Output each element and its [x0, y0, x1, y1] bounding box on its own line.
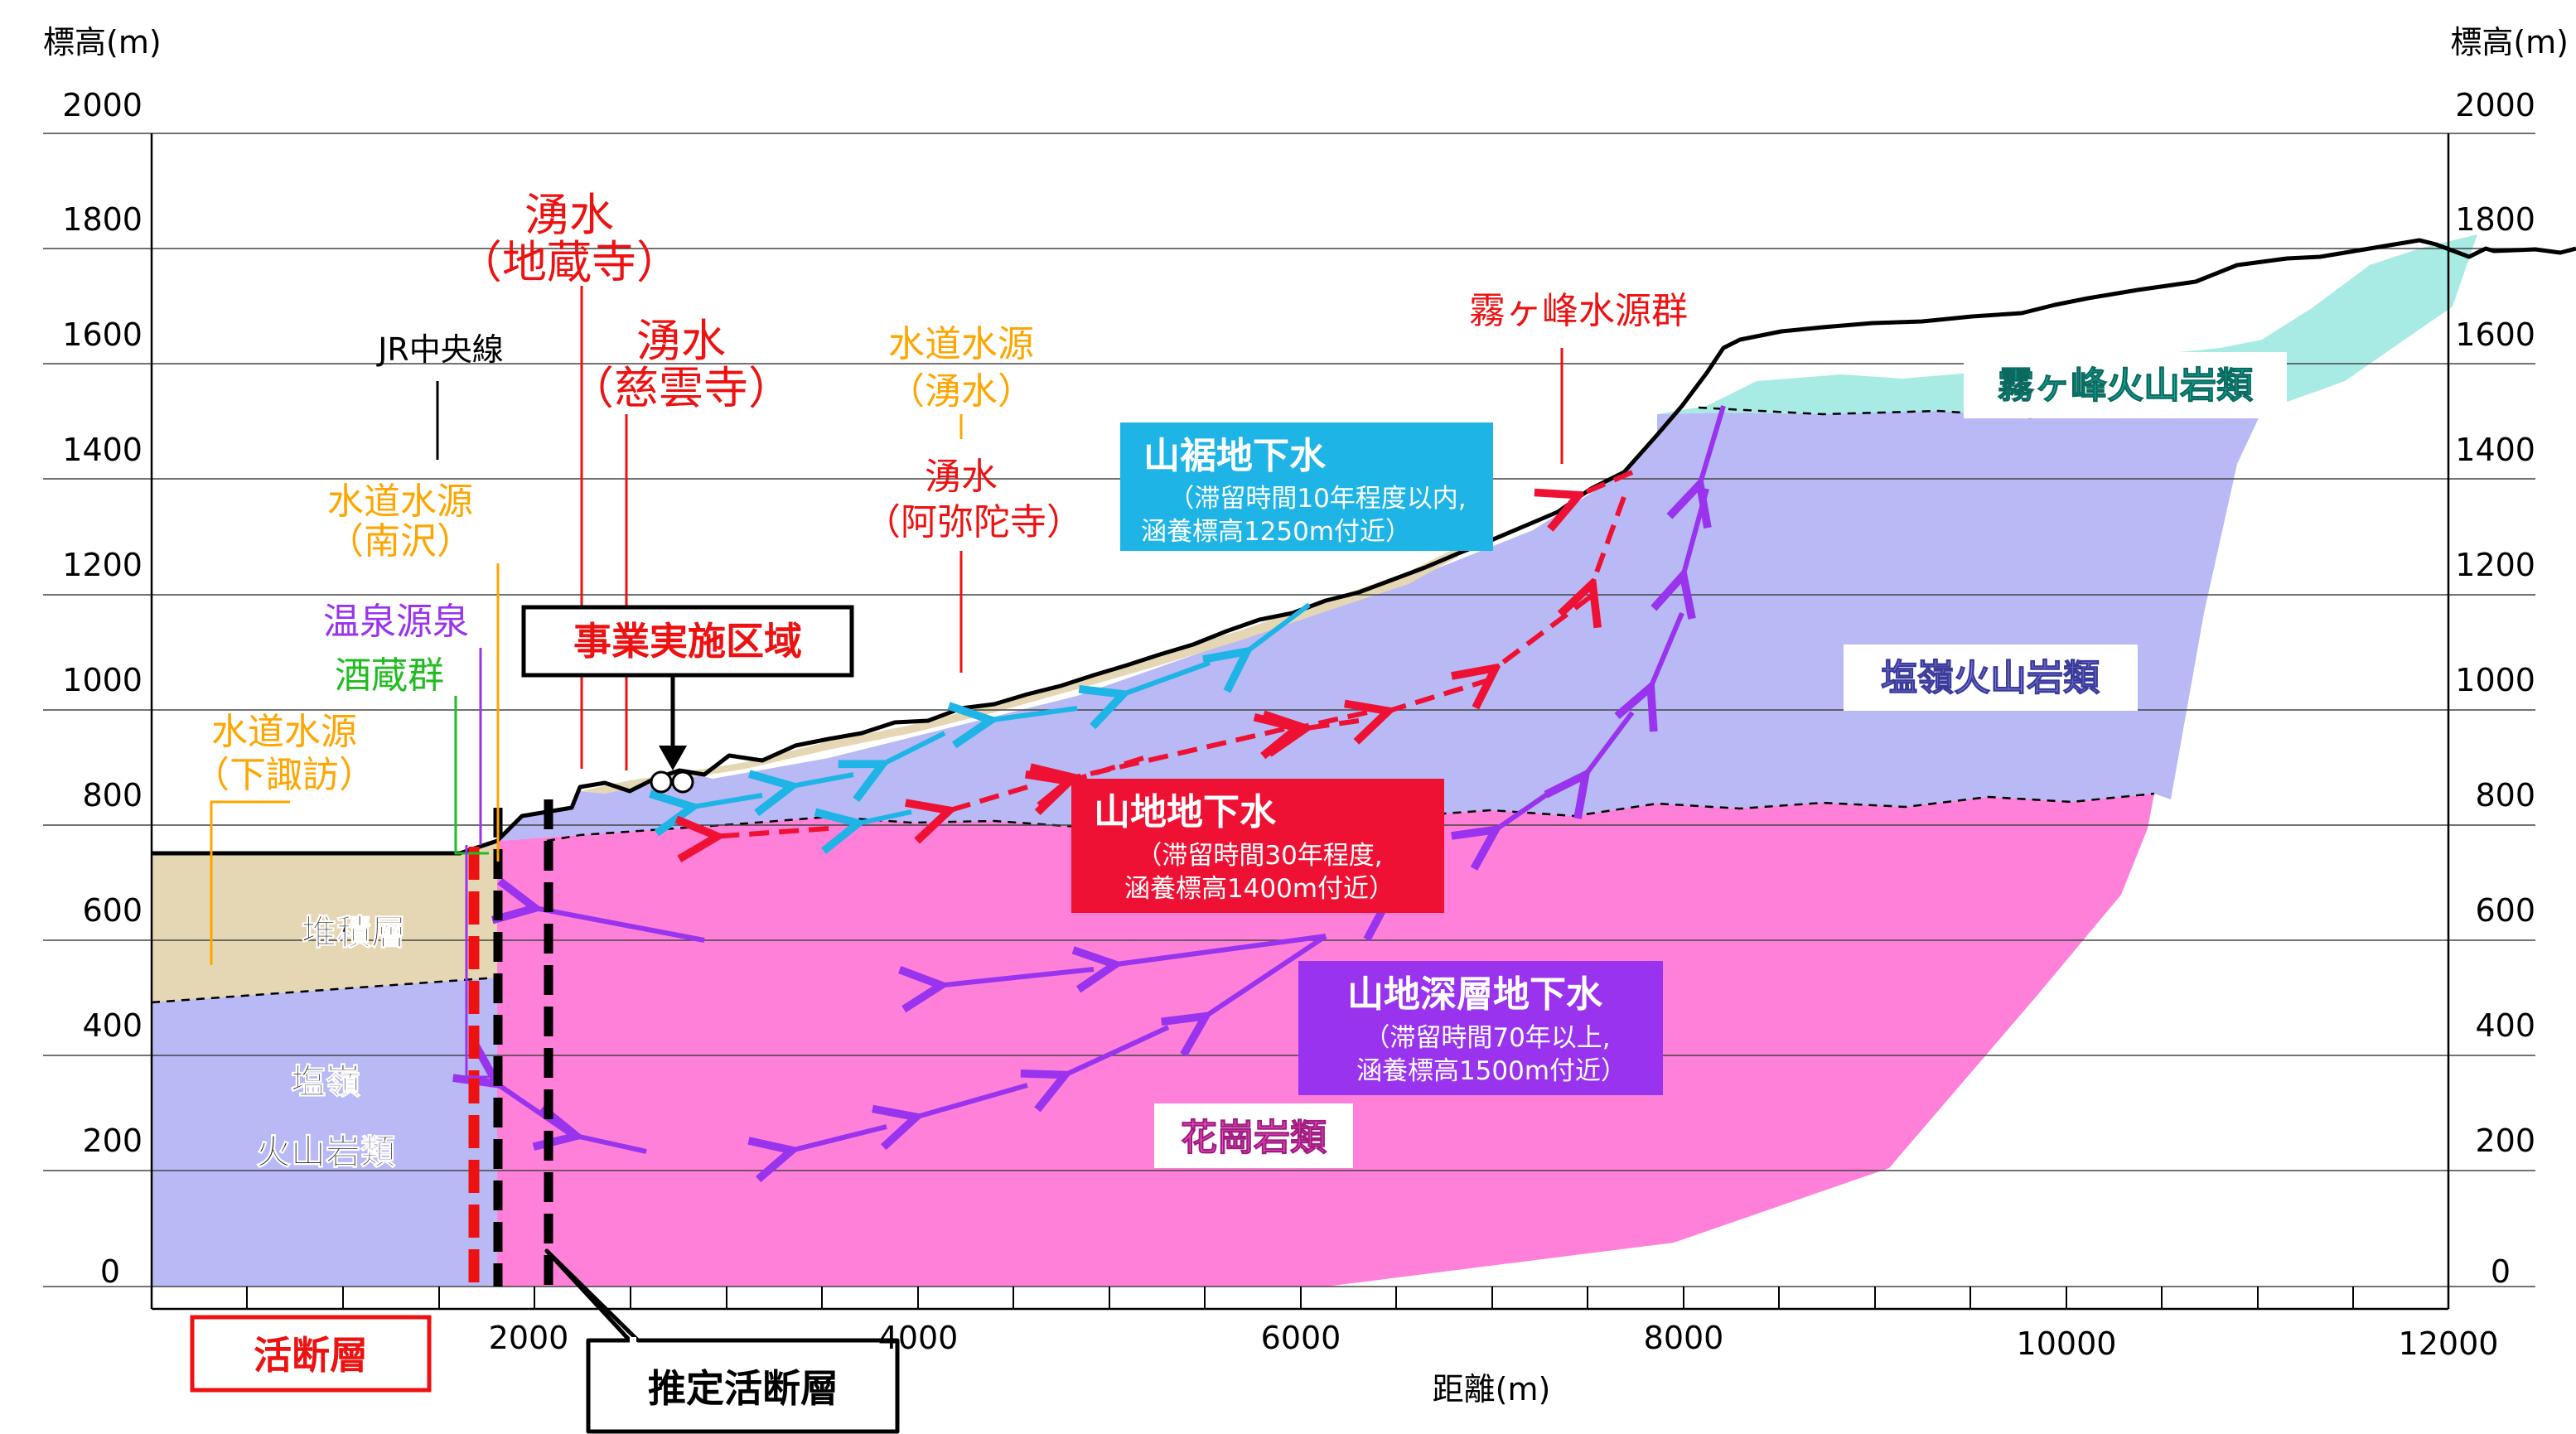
leader-lines — [210, 286, 1563, 1079]
spring-jizoji-label-2: （地蔵寺） — [457, 236, 681, 288]
sake-breweries-label: 酒蔵群 — [335, 654, 444, 697]
shiojiri-label-box — [1844, 645, 2138, 711]
y-tick-right-1600: 1600 — [2455, 316, 2535, 353]
spring-jizoji-label-1: 湧水 — [524, 189, 614, 241]
project-area-marker-left — [650, 770, 673, 794]
y-tick-left-1000: 1000 — [62, 662, 143, 698]
deep-groundwater-note-1: （滞留時間70年以上, — [1364, 1023, 1610, 1053]
ground-surface — [152, 238, 2576, 856]
x-minor-ticks — [246, 1287, 2354, 1309]
water-source-spring-label-1: 水道水源 — [888, 323, 1034, 365]
estimated-fault-label: 推定活断層 — [648, 1366, 839, 1411]
foot-groundwater-note-1: （滞留時間10年程度以内, — [1168, 484, 1466, 514]
spring-amidaji-label-2: （阿弥陀寺） — [864, 501, 1083, 543]
x-tick-10000: 10000 — [2017, 1325, 2117, 1362]
left-sediment — [152, 841, 497, 1002]
active-fault-label: 活断層 — [254, 1333, 368, 1378]
y-tick-left-1400: 1400 — [62, 432, 143, 468]
x-tick-8000: 8000 — [1644, 1320, 1724, 1356]
deep-groundwater-title: 山地深層地下水 — [1347, 973, 1603, 1016]
y-tick-left-1600: 1600 — [62, 316, 143, 353]
water-source-shimosuwa-label-1: 水道水源 — [211, 711, 357, 753]
mountain-groundwater-arrows — [713, 470, 1634, 837]
project-area-box — [521, 605, 854, 678]
kirigamine-layer-label: 霧ヶ峰火山岩類 — [1998, 365, 2254, 407]
y-tick-left-400: 400 — [82, 1007, 143, 1044]
y-tick-left-800: 800 — [82, 777, 143, 814]
x-tick-2000: 2000 — [489, 1320, 569, 1356]
jr-line-label: JR中央線 — [376, 331, 504, 368]
right-axis-title: 標高(m) — [2450, 24, 2569, 60]
sediment-label: 堆積層 — [302, 912, 406, 953]
y-tick-right-200: 200 — [2475, 1123, 2535, 1159]
project-area-marker-right — [671, 770, 694, 794]
mountain-groundwater-note-1: （滞留時間30年程度, — [1136, 841, 1382, 871]
shiojiri-layer-label: 塩嶺火山岩類 — [1881, 657, 2100, 699]
spring-amidaji-label-1: 湧水 — [925, 456, 998, 498]
water-source-minamisawa-label-2: （南沢） — [327, 520, 473, 562]
water-source-spring-label-2: （湧水） — [888, 370, 1034, 413]
x-tick-4000: 4000 — [878, 1320, 959, 1356]
foot-groundwater-box — [1120, 422, 1493, 551]
y-tick-left-600: 600 — [82, 892, 143, 929]
granite-label-box — [1154, 1103, 1353, 1168]
water-source-shimosuwa-label-2: （下諏訪） — [193, 754, 375, 796]
mountain-groundwater-note-2: 涵養標高1400m付近） — [1124, 874, 1394, 904]
x-tick-12000: 12000 — [2399, 1325, 2499, 1362]
shiojiri-volcanic-layer — [497, 410, 2262, 841]
y-tick-left-0: 0 — [100, 1253, 120, 1290]
left-axis-title: 標高(m) — [43, 24, 162, 60]
y-tick-left-1800: 1800 — [62, 201, 143, 238]
project-area-arrowhead — [659, 746, 687, 770]
y-tick-right-0: 0 — [2491, 1253, 2511, 1290]
project-area-label: 事業実施区域 — [573, 619, 802, 664]
deep-groundwater-box — [1298, 961, 1663, 1095]
y-tick-right-800: 800 — [2475, 777, 2535, 814]
mountain-groundwater-title: 山地地下水 — [1094, 791, 1277, 833]
shiojiri-left-label-1: 塩嶺 — [291, 1061, 360, 1102]
mountain-groundwater-box — [1071, 779, 1444, 913]
shiojiri-left-label-2: 火山岩類 — [256, 1132, 396, 1172]
y-tick-left-1200: 1200 — [62, 547, 143, 583]
kirigamine-label-box — [1964, 352, 2287, 418]
y-tick-left-200: 200 — [82, 1123, 143, 1159]
estimated-fault-callout — [544, 1248, 900, 1434]
y-tick-left-2000: 2000 — [62, 87, 143, 123]
y-tick-right-1400: 1400 — [2455, 432, 2535, 468]
kirigamine-sources-label: 霧ヶ峰水源群 — [1469, 290, 1688, 332]
x-tick-6000: 6000 — [1261, 1320, 1341, 1356]
deep-groundwater-note-2: 涵養標高1500m付近） — [1356, 1056, 1626, 1086]
y-tick-right-400: 400 — [2475, 1007, 2535, 1044]
y-tick-right-2000: 2000 — [2455, 87, 2535, 123]
y-tick-right-1200: 1200 — [2455, 547, 2535, 583]
foot-groundwater-arrows — [688, 602, 1311, 824]
foot-groundwater-title: 山裾地下水 — [1143, 435, 1327, 477]
hot-spring-label: 温泉源泉 — [323, 601, 469, 643]
x-axis-title: 距離(m) — [1433, 1371, 1551, 1407]
y-tick-right-1800: 1800 — [2455, 201, 2535, 238]
deep-groundwater-arrows — [493, 405, 1726, 1152]
granite-layer-label: 花崗岩類 — [1181, 1117, 1327, 1159]
water-source-minamisawa-label-1: 水道水源 — [327, 480, 473, 523]
spring-jiunji-label-1: 湧水 — [636, 315, 726, 367]
y-tick-right-600: 600 — [2475, 892, 2535, 929]
spring-jiunji-label-2: （慈雲寺） — [569, 362, 793, 414]
foot-groundwater-note-2: 涵養標高1250m付近） — [1141, 517, 1411, 547]
y-tick-right-1000: 1000 — [2455, 662, 2535, 698]
active-fault-box — [190, 1315, 432, 1393]
